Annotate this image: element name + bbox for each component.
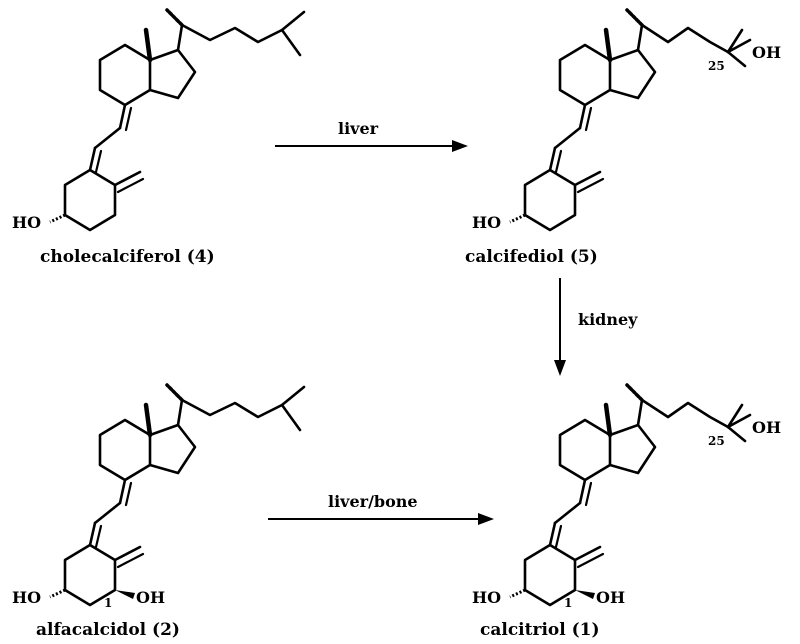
- calcitriol-structure: HO 1 OH 25 OH: [472, 385, 781, 610]
- position-25-label: 25: [708, 59, 725, 73]
- oh-1-label: OH: [136, 588, 165, 607]
- kidney-label: kidney: [578, 310, 638, 329]
- ho-label: HO: [12, 213, 41, 232]
- liver-label: liver: [338, 119, 379, 138]
- position-1-label: 1: [564, 596, 572, 610]
- liver-bone-label: liver/bone: [328, 492, 418, 511]
- liver-bone-arrow: liver/bone: [268, 492, 494, 525]
- calcitriol-name: calcitriol (1): [480, 620, 600, 640]
- liver-arrow: liver: [275, 119, 468, 152]
- ho-label: HO: [472, 588, 501, 607]
- calcifediol-name: calcifediol (5): [465, 247, 598, 267]
- alfacalcidol-structure: HO 1 OH: [12, 385, 306, 610]
- oh-25-label: OH: [752, 418, 781, 437]
- cholecalciferol-structure: HO: [12, 10, 306, 232]
- position-25-label: 25: [708, 434, 725, 448]
- ho-label: HO: [472, 213, 501, 232]
- cholecalciferol-name: cholecalciferol (4): [40, 247, 215, 267]
- alfacalcidol-name: alfacalcidol (2): [36, 620, 180, 640]
- ho-label: HO: [12, 588, 41, 607]
- oh-1-label: OH: [596, 588, 625, 607]
- oh-25-label: OH: [752, 43, 781, 62]
- position-1-label: 1: [104, 596, 112, 610]
- kidney-arrow: kidney: [554, 278, 638, 376]
- calcifediol-structure: HO 25 OH: [472, 10, 781, 232]
